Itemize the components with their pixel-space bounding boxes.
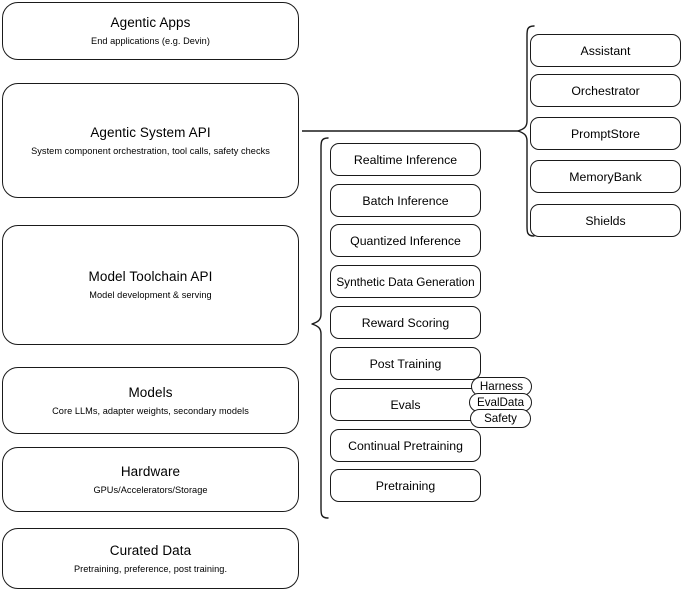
- layer-title: Models: [128, 384, 173, 400]
- layer-agentic-apps[interactable]: Agentic Apps End applications (e.g. Devi…: [2, 2, 299, 60]
- chip-synthetic-data-generation[interactable]: Synthetic Data Generation: [330, 265, 481, 298]
- chip-orchestrator[interactable]: Orchestrator: [530, 74, 681, 107]
- layer-subtitle: Pretraining, preference, post training.: [73, 563, 228, 574]
- layer-subtitle: Core LLMs, adapter weights, secondary mo…: [52, 405, 249, 416]
- layer-title: Model Toolchain API: [88, 269, 213, 285]
- system-components-brace: [514, 24, 538, 240]
- chip-realtime-inference[interactable]: Realtime Inference: [330, 143, 481, 176]
- chip-shields[interactable]: Shields: [530, 204, 681, 237]
- chip-reward-scoring[interactable]: Reward Scoring: [330, 306, 481, 339]
- chip-batch-inference[interactable]: Batch Inference: [330, 184, 481, 217]
- layer-hardware[interactable]: Hardware GPUs/Accelerators/Storage: [2, 447, 299, 512]
- pill-evaldata[interactable]: EvalData: [469, 393, 532, 412]
- layer-title: Agentic Apps: [110, 15, 191, 31]
- layer-title: Hardware: [120, 463, 181, 479]
- system-api-connector-line: [302, 126, 520, 136]
- layer-title: Curated Data: [109, 542, 192, 558]
- layer-models[interactable]: Models Core LLMs, adapter weights, secon…: [2, 367, 299, 434]
- layer-curated-data[interactable]: Curated Data Pretraining, preference, po…: [2, 528, 299, 589]
- toolchain-brace: [308, 136, 332, 522]
- chip-quantized-inference[interactable]: Quantized Inference: [330, 224, 481, 257]
- chip-continual-pretraining[interactable]: Continual Pretraining: [330, 429, 481, 462]
- pill-harness[interactable]: Harness: [471, 377, 532, 396]
- chip-post-training[interactable]: Post Training: [330, 347, 481, 380]
- chip-assistant[interactable]: Assistant: [530, 34, 681, 67]
- chip-memorybank[interactable]: MemoryBank: [530, 160, 681, 193]
- chip-pretraining[interactable]: Pretraining: [330, 469, 481, 502]
- layer-model-toolchain-api[interactable]: Model Toolchain API Model development & …: [2, 225, 299, 345]
- chip-promptstore[interactable]: PromptStore: [530, 117, 681, 150]
- layer-subtitle: End applications (e.g. Devin): [91, 36, 210, 47]
- layer-subtitle: Model development & serving: [89, 290, 212, 301]
- layer-subtitle: System component orchestration, tool cal…: [31, 145, 270, 156]
- pill-safety[interactable]: Safety: [470, 409, 531, 428]
- layer-title: Agentic System API: [90, 124, 211, 140]
- chip-evals[interactable]: Evals: [330, 388, 481, 421]
- layer-agentic-system-api[interactable]: Agentic System API System component orch…: [2, 83, 299, 198]
- layer-subtitle: GPUs/Accelerators/Storage: [93, 484, 208, 495]
